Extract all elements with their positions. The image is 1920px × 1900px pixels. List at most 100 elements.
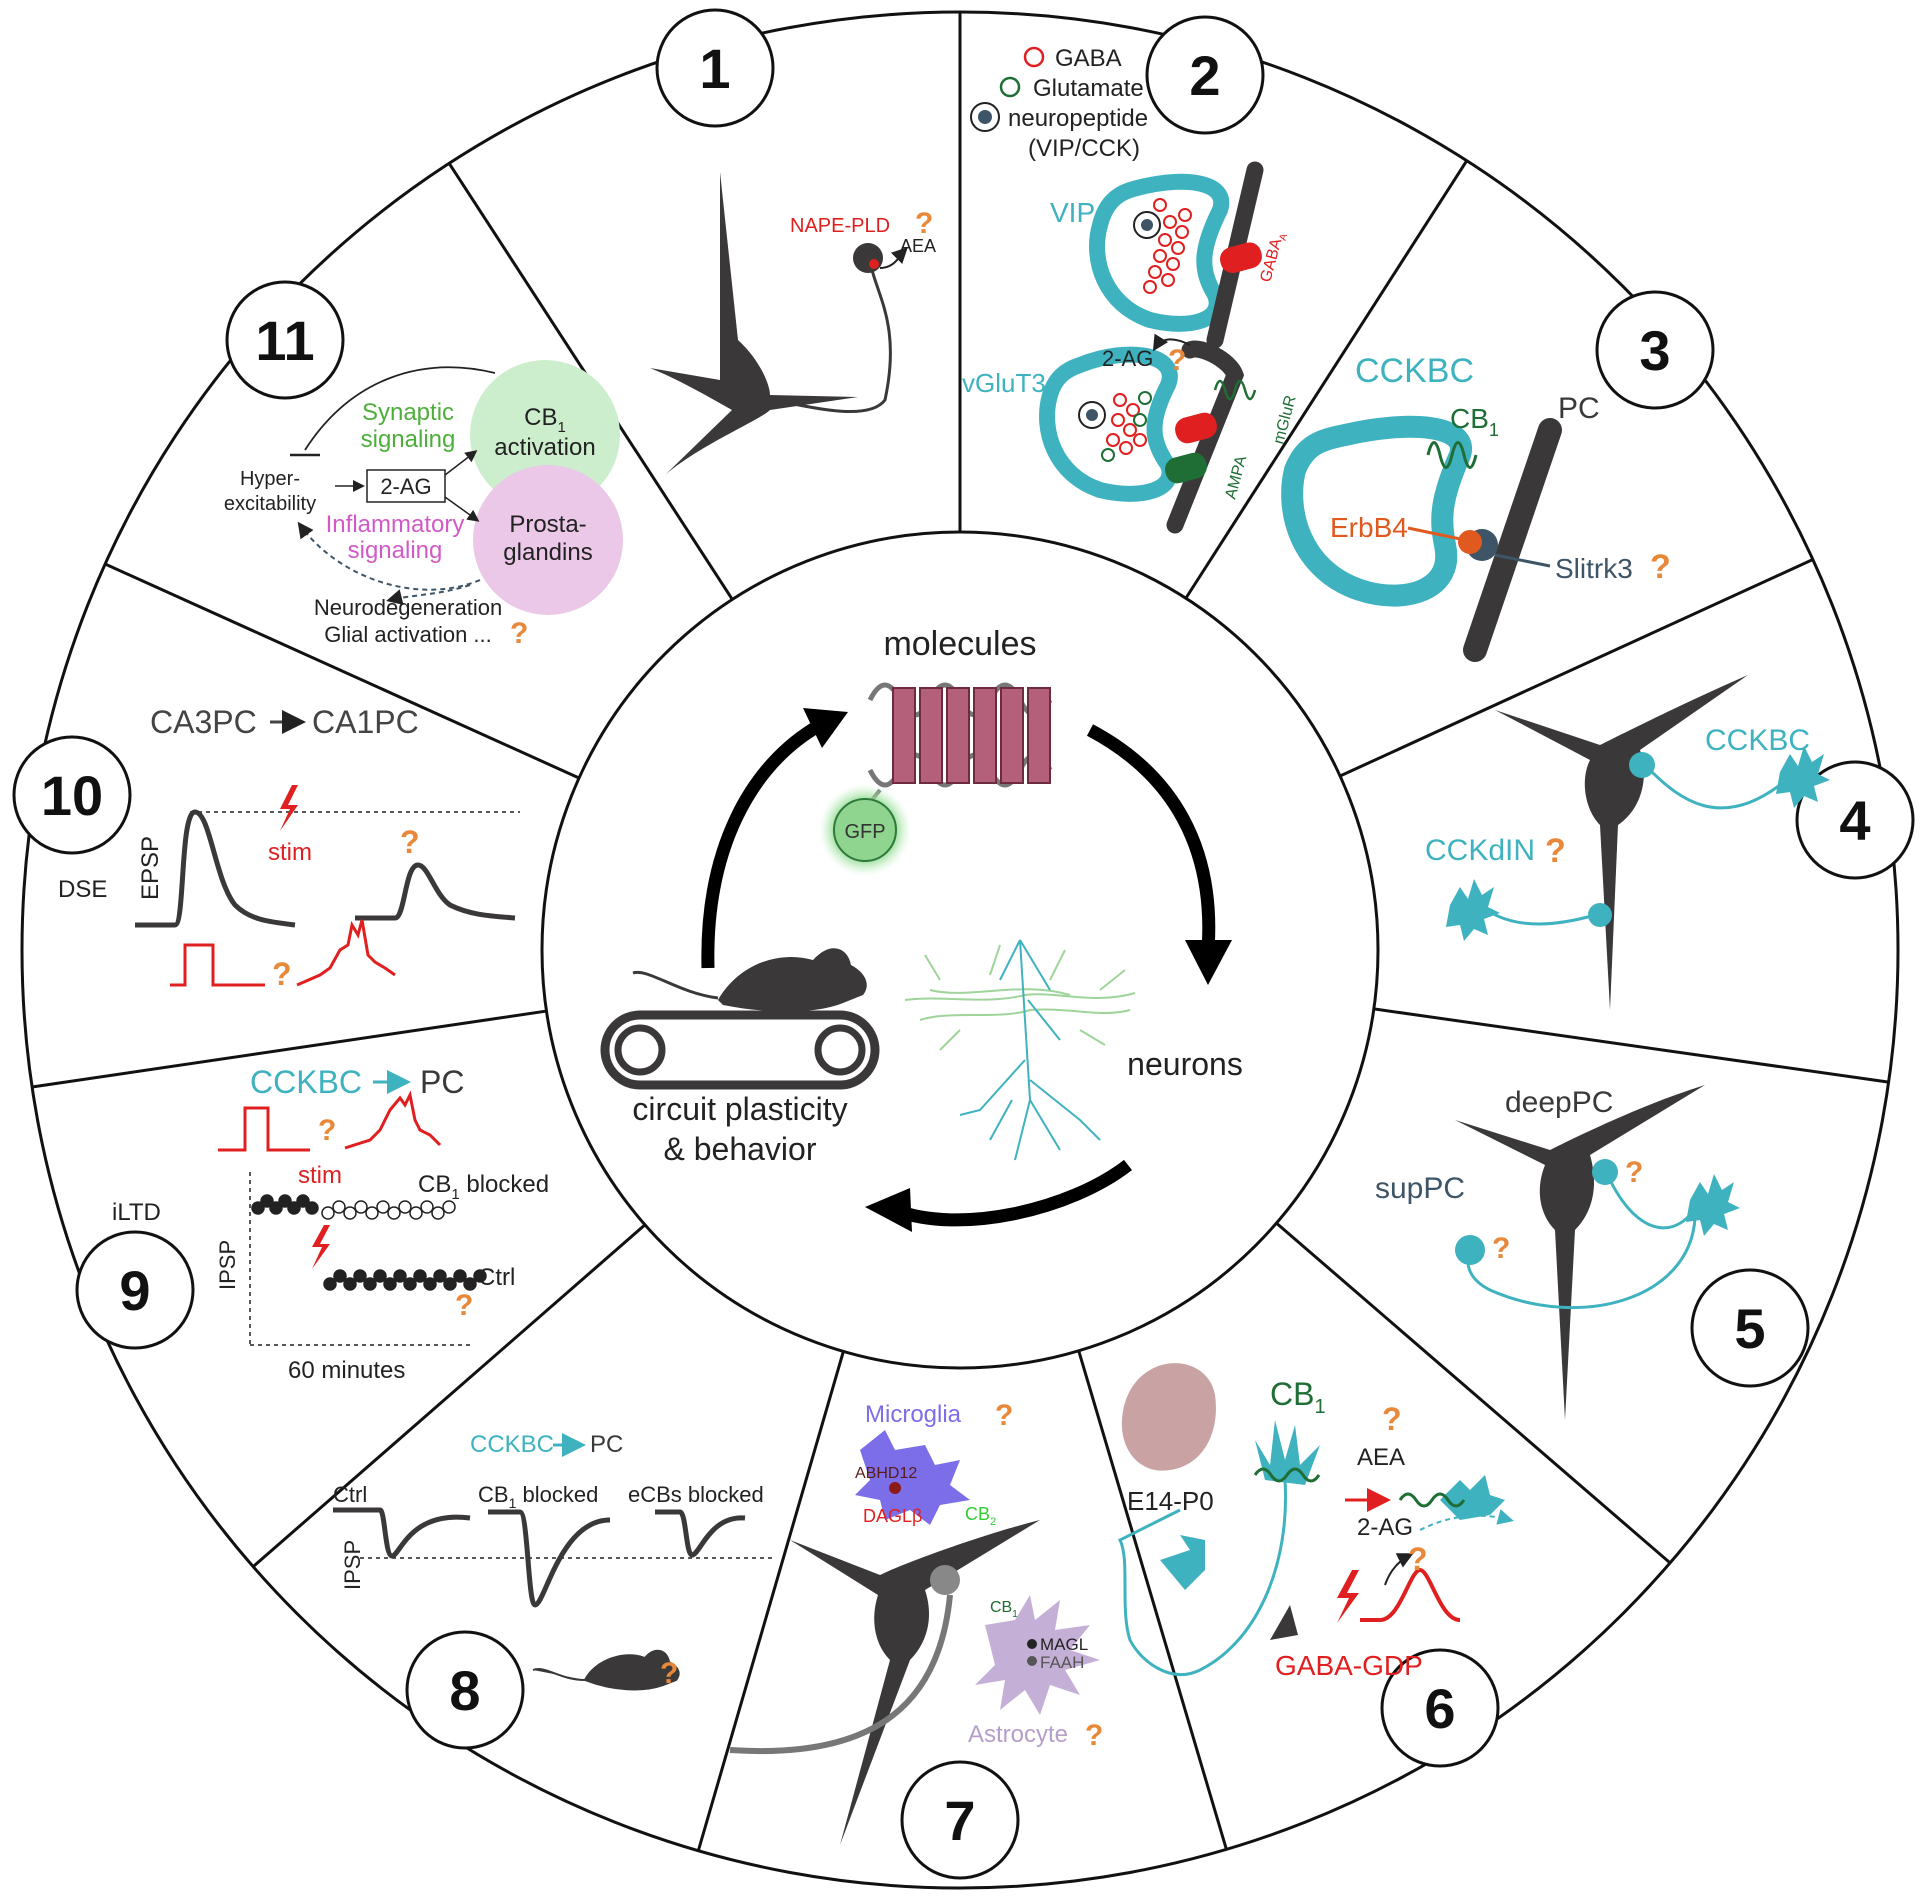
- erbb4-label: ErbB4: [1330, 512, 1408, 543]
- magl-dot: [1027, 1639, 1037, 1649]
- ctrl-point: [287, 1201, 301, 1215]
- sector-badge-3: 3: [1595, 290, 1715, 410]
- q-8: ?: [660, 1657, 678, 1690]
- prosta-label-2: glandins: [503, 539, 592, 566]
- ctrl-point: [296, 1194, 310, 1208]
- vglut3-terminal: [1039, 346, 1178, 502]
- cckdin-axon: [1489, 910, 1596, 926]
- q-10a: ?: [400, 824, 420, 860]
- sector-badge-8: 8: [405, 1630, 525, 1750]
- nape-pld-label: NAPE-PLD: [790, 215, 890, 237]
- teal-dashed-arrow: [1419, 1509, 1514, 1531]
- s10-title-a: CA3PC: [150, 704, 257, 740]
- cycle-arrow-top-head: [1185, 940, 1232, 985]
- sector-badge-2: 2: [1145, 15, 1265, 135]
- vip-label: VIP: [1050, 197, 1095, 228]
- q-7a: ?: [995, 1399, 1013, 1432]
- badge-circle: [405, 1630, 525, 1750]
- sector-9: CCKBC PC ? stim iLTD IPSP 60 minutes CB1…: [112, 1064, 549, 1384]
- astrocyte-label: Astrocyte: [968, 1721, 1068, 1748]
- cb1-blocked-point: [332, 1200, 346, 1214]
- ctrl-point: [463, 1277, 477, 1291]
- badge-number: 2: [1189, 44, 1220, 107]
- cb2-label: CB2: [965, 1504, 996, 1528]
- growth-cone-2: [1160, 1535, 1205, 1590]
- cb1-blocked-point: [387, 1206, 401, 1220]
- hyper-label-1: Hyper-: [240, 468, 300, 490]
- gfp-label: GFP: [844, 821, 885, 843]
- cckbc-axon-4: [1648, 768, 1781, 810]
- pyramidal-cell-7: [790, 1520, 1040, 1845]
- cb1-label-3: CB1: [1450, 403, 1499, 440]
- gdp-neuron: [1270, 1605, 1298, 1640]
- sector-2: GABA Glutamate neuropeptide (VIP/CCK) VI…: [962, 45, 1300, 534]
- suppc-label: supPC: [1375, 1172, 1465, 1205]
- growth-axon-6: [1117, 1479, 1288, 1677]
- s8-title-a: CCKBC: [470, 1431, 554, 1458]
- ctrl-point: [413, 1269, 427, 1283]
- age-label: E14-P0: [1127, 1486, 1214, 1516]
- s8-ipsp-label: IPSP: [340, 1540, 365, 1590]
- badge-number: 4: [1839, 789, 1870, 852]
- sector-8: CCKBC PC Ctrl CB1 blocked eCBs blocked I…: [333, 1431, 775, 1691]
- neurodegen-label: Neurodegeneration: [314, 595, 502, 620]
- cycle-arrow-bottom-head: [865, 1188, 912, 1232]
- badge-circle: [1595, 290, 1715, 410]
- postsynaptic-spine-2b: [1166, 340, 1245, 534]
- legend-neuro-2: (VIP/CCK): [1028, 135, 1140, 162]
- sector-11: CB1 activation Prosta- glandins Synaptic…: [224, 360, 623, 650]
- aea-label-1: AEA: [900, 236, 936, 256]
- sector-badge-1: 1: [655, 8, 775, 128]
- faah-dot: [1027, 1656, 1037, 1666]
- ctrl-point: [393, 1269, 407, 1283]
- gdp-trace: [1360, 1567, 1461, 1622]
- s8-title-b: PC: [590, 1431, 623, 1458]
- s10-stim-label: stim: [268, 839, 312, 866]
- legend-gaba-marker: [1023, 46, 1045, 68]
- center-molecules-label: molecules: [883, 625, 1036, 663]
- badge-number: 1: [699, 37, 730, 100]
- badge-circle: [655, 8, 775, 128]
- s9-stim-pulse: [218, 1106, 310, 1152]
- aea-label-6: AEA: [1357, 1444, 1405, 1471]
- cb1-blocked-point: [398, 1200, 412, 1214]
- pc-label-3: PC: [1558, 392, 1600, 425]
- 2ag-to-prosta-arrow: [444, 496, 480, 522]
- badge-number: 7: [944, 1789, 975, 1852]
- bouton-1: [853, 243, 883, 273]
- s8-trace-ctrl: [333, 1507, 471, 1559]
- cckdin-soma: [1446, 879, 1500, 941]
- axon-7: [729, 1594, 953, 1755]
- gdp-label: GABA-GDP: [1275, 1650, 1423, 1681]
- s8-ctrl-label: Ctrl: [333, 1482, 367, 1507]
- ctrl-point: [343, 1277, 357, 1291]
- cycle-arrow-top: [1086, 724, 1216, 951]
- cycle-arrow-left: [701, 719, 824, 969]
- bouton-5b: [1455, 1235, 1485, 1265]
- s9-ipsp-label: IPSP: [215, 1240, 240, 1290]
- microglia-label: Microglia: [865, 1401, 962, 1428]
- cb1-activation-circle: [470, 360, 620, 510]
- sector-divider: [1077, 1350, 1228, 1850]
- cckbc-label-3: CCKBC: [1355, 352, 1474, 390]
- s10-dse-label: DSE: [58, 876, 107, 903]
- erbb4-dot: [1458, 530, 1482, 554]
- prostaglandins-circle: [473, 465, 623, 615]
- vip-terminal: [1089, 173, 1230, 332]
- sector-badge-9: 9: [75, 1230, 195, 1350]
- cycle-arrow-bottom: [892, 1159, 1132, 1227]
- sector-divider: [104, 562, 580, 780]
- synaptic-label-1: Synaptic: [362, 399, 454, 426]
- treadmill-mouse-icon: [600, 948, 880, 1090]
- sector-badge-5: 5: [1690, 1268, 1810, 1388]
- ctrl-point: [423, 1277, 437, 1291]
- ctrl-point: [363, 1277, 377, 1291]
- s10-trace-red: [296, 919, 396, 987]
- cb1-blocked-point: [442, 1200, 456, 1214]
- embryo-icon: [1121, 1363, 1216, 1471]
- s8-ecbs-label: eCBs blocked: [628, 1482, 764, 1507]
- q-5b: ?: [1492, 1232, 1510, 1265]
- lightning-10: [280, 785, 298, 831]
- growth-cone-1: [1255, 1420, 1320, 1485]
- s9-ctrl-label: Ctrl: [478, 1264, 515, 1291]
